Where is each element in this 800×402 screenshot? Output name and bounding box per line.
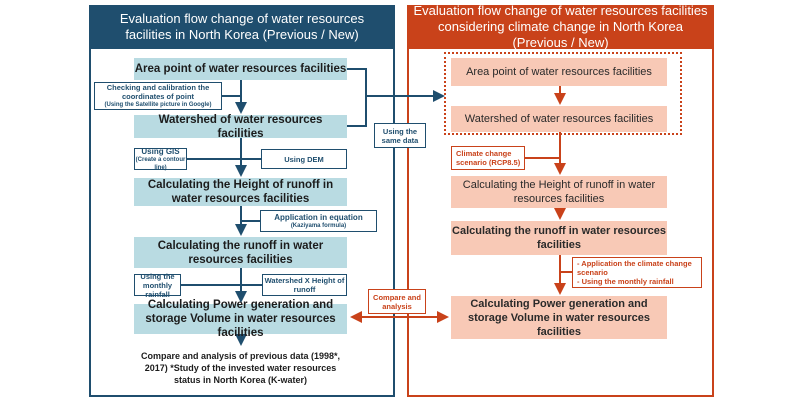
note-watershed-x-height: Watershed X Height of runoff (262, 274, 347, 296)
left-step-runoff: Calculating the runoff in water resource… (134, 237, 347, 268)
arrow-same-data-1 (347, 68, 445, 102)
left-panel-title: Evaluation flow change of water resource… (89, 5, 395, 49)
left-step-area-point: Area point of water resources facilities (134, 58, 347, 80)
note-dem: Using DEM (261, 149, 347, 169)
left-step-height-runoff: Calculating the Height of runoff in wate… (134, 178, 347, 206)
left-step-watershed: Watershed of water resources facilities (134, 114, 347, 140)
right-step-watershed: Watershed of water resources facilities (451, 106, 667, 132)
note-gis: Using GIS(Create a contour line) (134, 146, 187, 171)
left-result-compare: Compare and analysis of previous data (1… (134, 347, 347, 388)
note-equation: Application in equation(Kaziyama formula… (260, 210, 377, 232)
note-monthly-rainfall: Using the monthly rainfall (134, 272, 181, 299)
note-compare-analysis: Compare and analysis (368, 289, 426, 314)
right-step-runoff: Calculating the runoff in water resource… (451, 221, 667, 255)
right-step-power: Calculating Power generation and storage… (451, 296, 667, 339)
arrow-same-data-2 (347, 96, 367, 127)
note-climate-application: - Application the climate change scenari… (572, 257, 702, 288)
note-same-data: Using the same data (374, 123, 426, 148)
right-panel-title: Evaluation flow change of water resource… (407, 3, 714, 50)
left-step-power: Calculating Power generation and storage… (134, 299, 347, 339)
right-step-area-point: Area point of water resources facilities (451, 58, 667, 86)
shared-steps-group (444, 52, 682, 135)
note-climate-scenario: Climate change scenario (RCP8.5) (451, 146, 525, 170)
note-calibration: Checking and calibration the coordinates… (94, 82, 222, 110)
right-step-height-runoff: Calculating the Height of runoff in wate… (451, 176, 667, 208)
